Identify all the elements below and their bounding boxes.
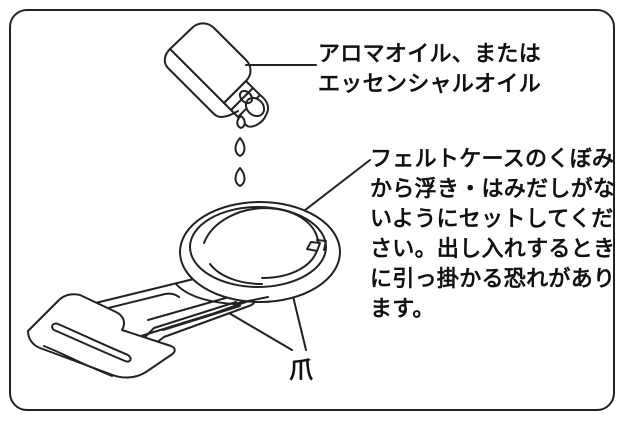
felt-note-line-1: フェルトケースのくぼみ — [370, 147, 615, 172]
felt-note-line-3: いようにセットしてくだ — [370, 207, 614, 232]
oil-drop-icon — [234, 167, 246, 187]
felt-case-tray-icon — [27, 201, 341, 379]
essential-oil-bottle-icon — [163, 22, 269, 128]
felt-note-line-2: から浮き・はみだしがな — [370, 177, 616, 202]
felt-instruction-note: フェルトケースのくぼみ から浮き・はみだしがな いようにセットしてくだ さい。出… — [370, 145, 615, 325]
oil-drop-icon — [236, 115, 246, 129]
oil-label-line-1: アロマオイル、または — [318, 42, 542, 67]
felt-note-line-6: ます。 — [370, 297, 435, 322]
oil-drops — [234, 115, 246, 187]
felt-note-line-5: に引っ掛かる恐れがあり — [370, 267, 616, 292]
felt-note-line-4: さい。出し入れするとき — [370, 237, 616, 262]
claw-label: 爪 — [289, 356, 314, 384]
oil-label: アロマオイル、または エッセンシャルオイル — [318, 40, 541, 100]
oil-drop-icon — [234, 137, 246, 157]
oil-label-line-2: エッセンシャルオイル — [318, 72, 542, 97]
